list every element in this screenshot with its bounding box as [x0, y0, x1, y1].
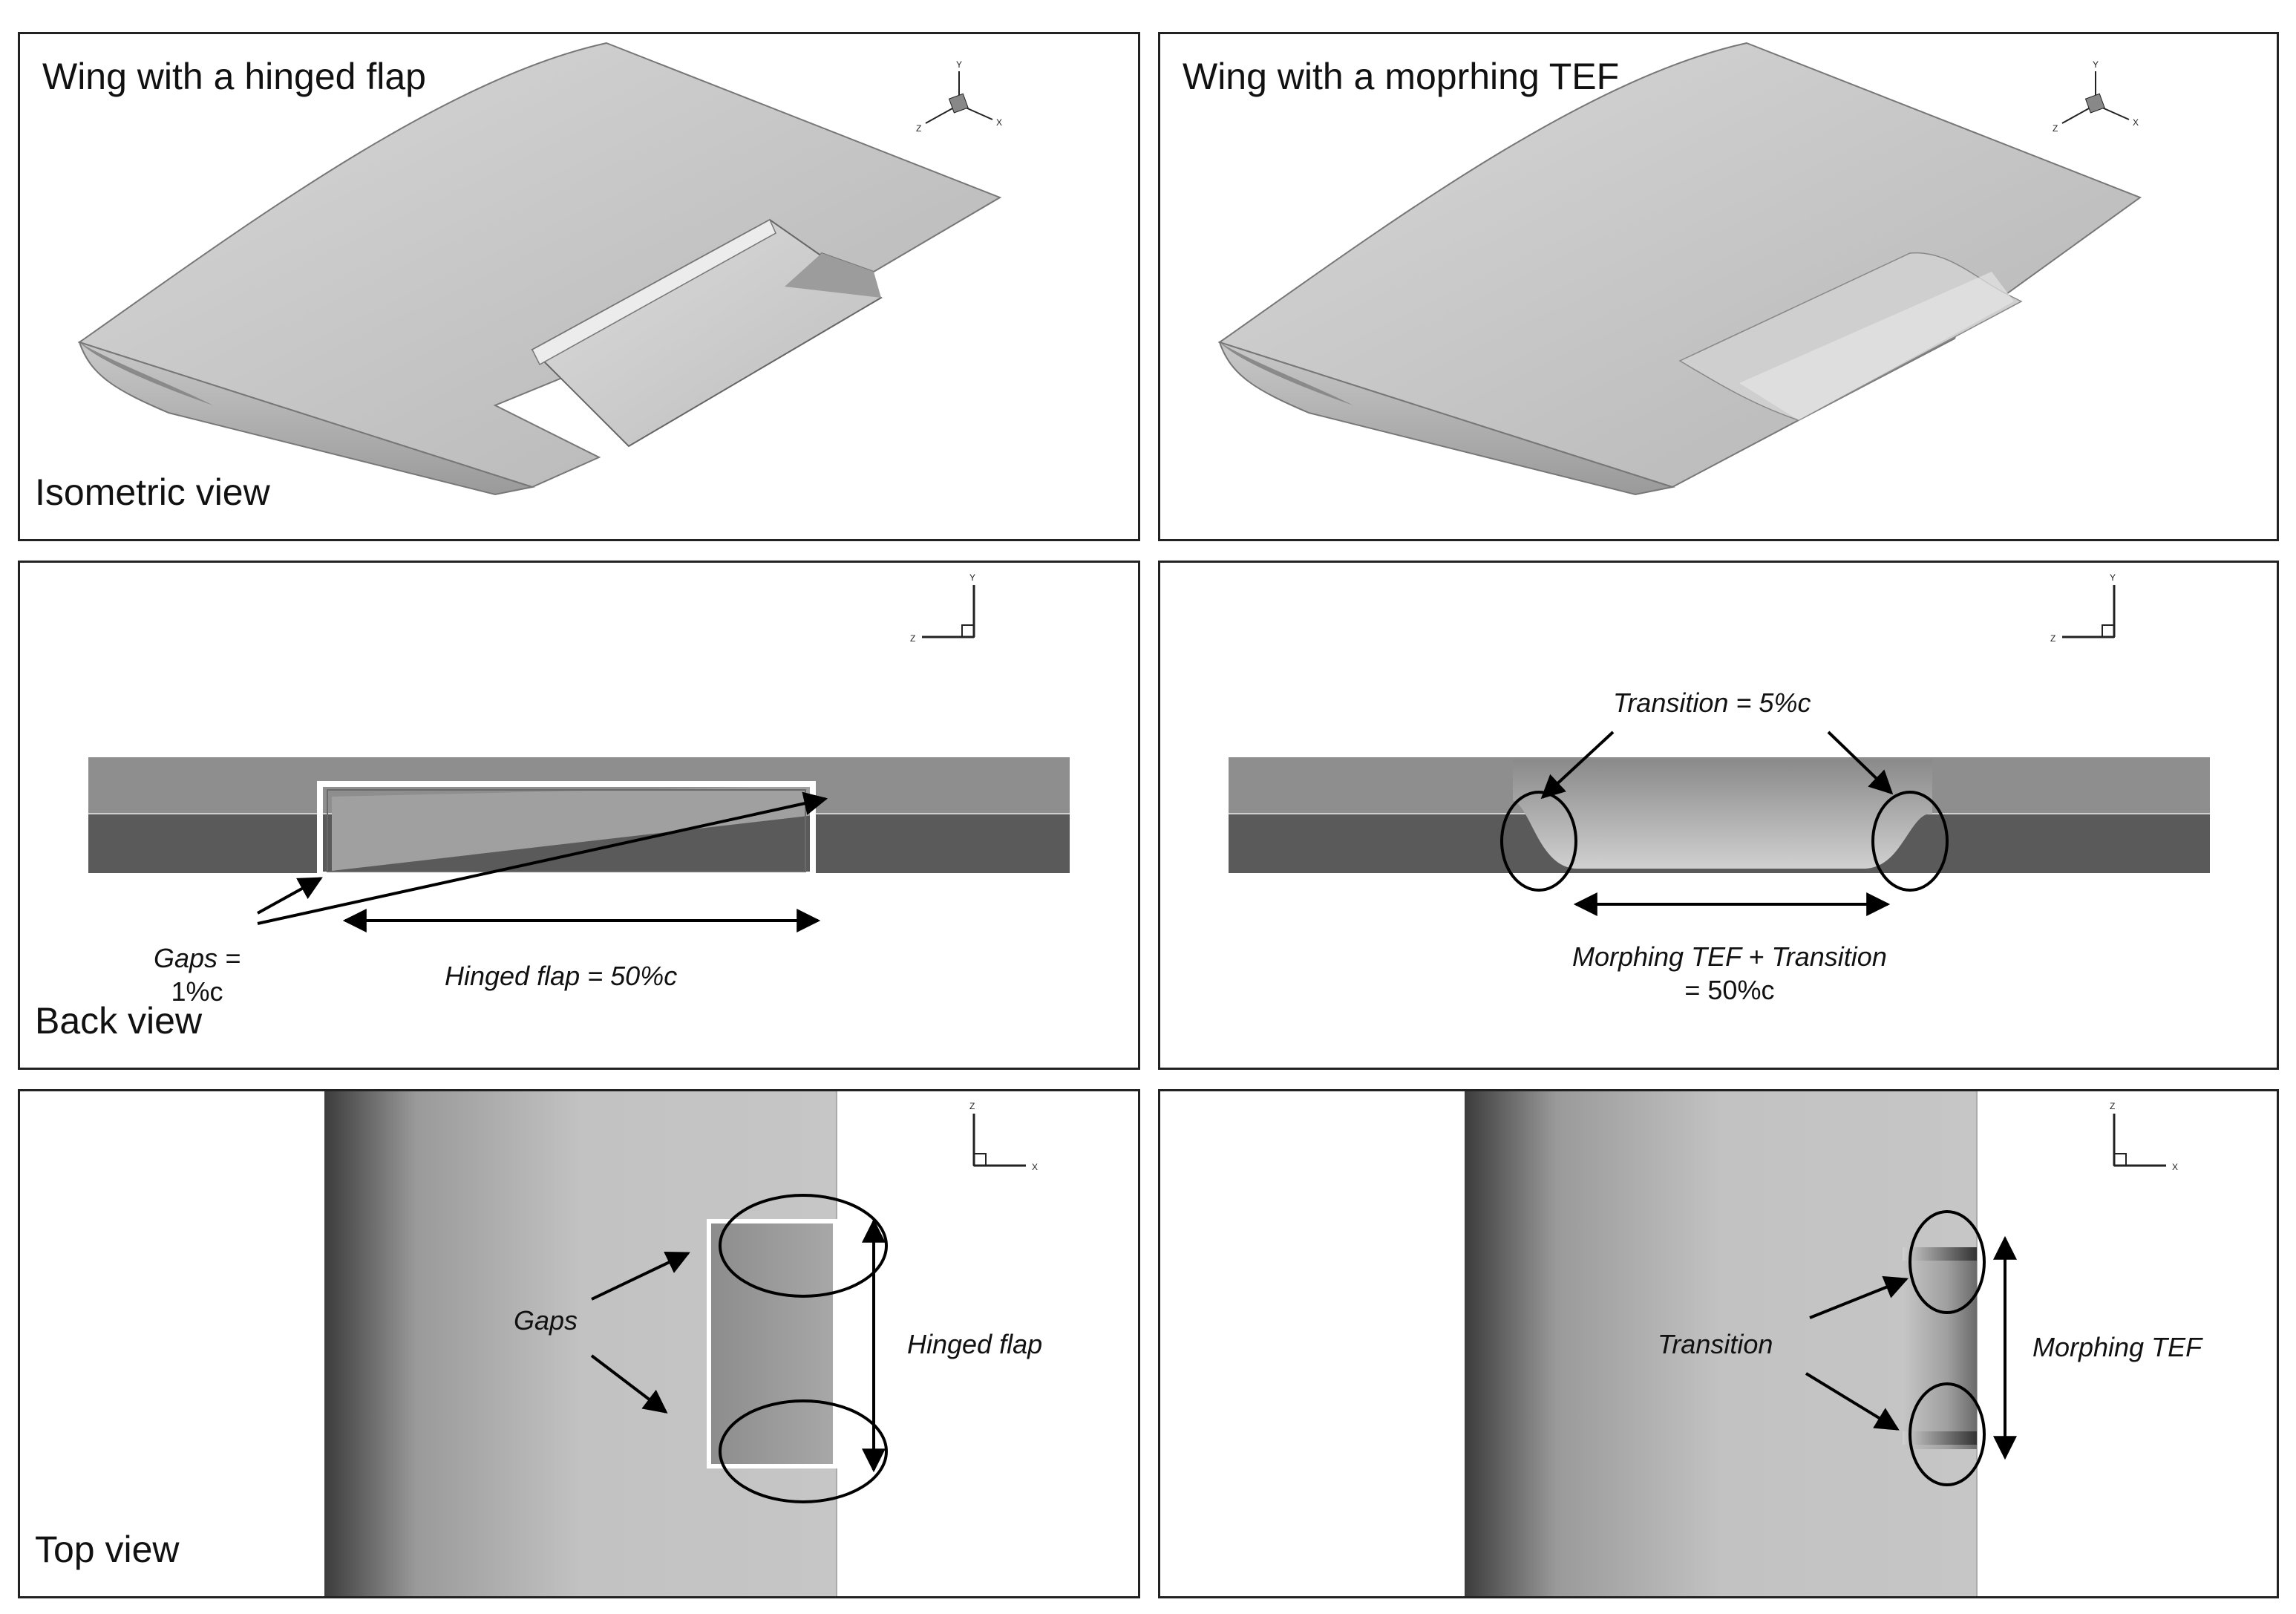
top-morphing-panel: Z X Transition Morphing TEF: [1158, 1089, 2279, 1598]
wing-tip-section: [1220, 342, 1353, 405]
iso-morphing-wing-drawing: Y X Z: [1217, 42, 2142, 496]
annotation-morphing-50: Morphing TEF + Transition = 50%c: [1572, 940, 1887, 1007]
gaps-label-line2: 1%c: [171, 976, 223, 1007]
annotation-transition-top: Transition: [1658, 1329, 1773, 1359]
axis-triad-2d: Y Z: [2050, 572, 2116, 644]
axis-triad-2d: Z X: [2110, 1101, 2178, 1172]
title-hinged-flap: Wing with a hinged flap: [42, 56, 426, 97]
back-morphing-drawing: Y Z: [1229, 572, 2210, 916]
back-morphing-panel: Y Z Transition = 5%c Morphing TEF + Tran…: [1158, 561, 2279, 1070]
annotation-transition-5: Transition = 5%c: [1613, 687, 1811, 718]
flap-hinge-edge: [532, 218, 776, 366]
title-morphing-tef: Wing with a moprhing TEF: [1183, 56, 1620, 97]
svg-text:Z: Z: [910, 633, 915, 644]
svg-text:Z: Z: [2110, 1101, 2115, 1111]
transition-arrow-right: [1827, 731, 1894, 795]
gap-highlight-lower: [719, 1399, 888, 1503]
transition-arrow-lower: [1805, 1372, 1900, 1431]
svg-text:Z: Z: [916, 123, 921, 134]
annotation-gaps-top: Gaps: [514, 1305, 578, 1336]
svg-text:X: X: [2133, 117, 2139, 128]
transition-shading-lower: [1903, 1431, 1977, 1445]
iso-hinged-panel: Y X Z Wing with a hinged flap Isometric …: [18, 32, 1140, 541]
wing-lower-surface: [78, 341, 535, 496]
top-hinged-panel: Z X Gaps Hinged flap Top view: [18, 1089, 1140, 1598]
transition-shading-upper: [1903, 1247, 1977, 1261]
flap-gap-cutout: [785, 253, 881, 298]
svg-text:X: X: [996, 117, 1002, 128]
axis-triad-iso: Y X Z: [2053, 59, 2139, 134]
svg-text:Z: Z: [2050, 633, 2055, 644]
hinged-flap-section: [332, 785, 814, 871]
top-morphing-drawing: Z X: [1465, 1091, 2178, 1596]
back-hinged-panel: Y Z Gaps = 1%c Hinged flap = 50%c Back v…: [18, 561, 1140, 1070]
axis-triad-2d: Z X: [969, 1101, 1038, 1172]
label-isometric-view: Isometric view: [35, 471, 270, 513]
transition-highlight-right: [1871, 791, 1949, 892]
svg-text:X: X: [2172, 1162, 2178, 1172]
label-top-view: Top view: [35, 1529, 180, 1570]
annotation-hinged-flap-top: Hinged flap: [907, 1329, 1043, 1359]
wing-upper-surface: [77, 42, 1002, 489]
morphing-label-line1: Morphing TEF + Transition: [1572, 941, 1887, 972]
gaps-arrow-upper: [591, 1251, 690, 1301]
wing-lower-surface: [1218, 341, 1675, 496]
morphing-transition-shading: [1739, 272, 2014, 420]
svg-text:X: X: [1032, 1162, 1038, 1172]
svg-text:Y: Y: [2093, 59, 2099, 70]
svg-text:Y: Y: [956, 59, 962, 70]
flap-gap-outline: [317, 781, 816, 878]
transition-highlight-lower: [1909, 1382, 1986, 1486]
transition-highlight-upper: [1909, 1210, 1986, 1314]
transition-highlight-left: [1500, 791, 1577, 892]
transition-arrow-upper: [1809, 1275, 1909, 1319]
iso-morphing-panel: Y X Z Wing with a moprhing TEF: [1158, 32, 2279, 541]
flap-gap-outline: [707, 1219, 837, 1468]
wing-tip-section: [79, 342, 213, 405]
annotation-gaps-back: Gaps = 1%c: [154, 941, 241, 1008]
morphing-tef-section: [1513, 759, 1932, 869]
label-back-view: Back view: [35, 1000, 203, 1042]
transition-arrow-left: [1540, 731, 1615, 800]
svg-text:Y: Y: [969, 572, 975, 583]
gaps-arrow-left: [257, 877, 323, 915]
gaps-label-line1: Gaps =: [154, 943, 241, 973]
svg-text:Z: Z: [2053, 123, 2058, 134]
svg-text:Y: Y: [2110, 572, 2116, 583]
wing-planform: [1465, 1091, 1977, 1596]
morphing-label-line2: = 50%c: [1684, 975, 1775, 1005]
iso-hinged-wing-drawing: Y X Z: [77, 42, 1002, 496]
annotation-hinged-flap-50: Hinged flap = 50%c: [445, 961, 678, 991]
gaps-arrow-lower: [590, 1354, 668, 1414]
back-hinged-drawing: Y Z: [88, 572, 1070, 932]
flap-gap-inner: [327, 789, 806, 872]
svg-text:Z: Z: [969, 1101, 975, 1111]
annotation-morphing-tef-top: Morphing TEF: [2032, 1332, 2202, 1362]
gap-highlight-upper: [719, 1194, 888, 1298]
axis-triad-2d: Y Z: [910, 572, 975, 644]
gaps-arrow-right: [257, 791, 828, 925]
wing-upper-surface: [1217, 42, 2142, 489]
axis-triad-iso: Y X Z: [916, 59, 1002, 134]
top-hinged-drawing: Z X: [324, 1091, 1038, 1596]
morphing-tef-planform: [1903, 1249, 1977, 1449]
